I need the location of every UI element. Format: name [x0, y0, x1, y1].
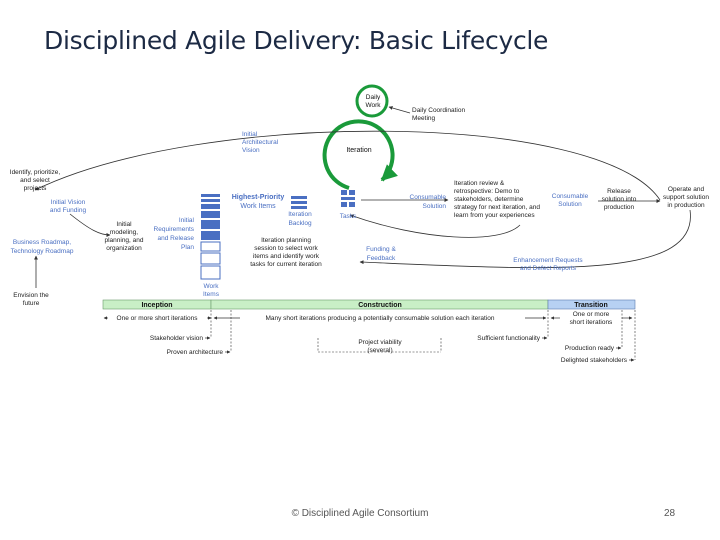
funding-feedback-label: Funding &Feedback [366, 246, 396, 262]
stakeholder-vision-label: Stakeholder vision [150, 335, 203, 342]
work-items-stack [200, 194, 221, 280]
inception-desc: One or more short iterations [117, 315, 199, 322]
construction-desc: Many short iterations producing a potent… [265, 315, 494, 322]
tasks-label: Tasks [340, 213, 357, 220]
iteration-label: Iteration [346, 147, 371, 154]
meeting-arrow [388, 106, 411, 114]
iteration-review-arc [349, 214, 521, 238]
phase-transition-bar [547, 299, 636, 310]
page-number: 28 [664, 508, 676, 519]
tasks-icon [341, 190, 355, 207]
production-ready-label: Production ready [565, 345, 615, 352]
delighted-stakeholders-label: Delighted stakeholders [561, 357, 628, 364]
iteration-backlog [291, 196, 307, 209]
iteration-loop [322, 119, 398, 190]
vision-arrow [69, 213, 111, 237]
business-roadmap-label: Business Roadmap,Technology Roadmap [11, 239, 74, 255]
feedback-arc-bottom [359, 209, 691, 269]
phase-transition-label: Transition [574, 302, 607, 309]
daily-work-loop [355, 84, 389, 118]
proven-architecture-label: Proven architecture [167, 349, 224, 356]
phase-inception-label: Inception [141, 302, 172, 309]
feedback-arc-top [34, 130, 661, 201]
iteration-review-label: Iteration review &retrospective: Demo to… [454, 180, 540, 219]
footer-copyright: © Disciplined Agile Consortium [291, 508, 429, 519]
page-title: Disciplined Agile Delivery: Basic Lifecy… [44, 26, 549, 55]
sufficient-functionality-label: Sufficient functionality [477, 335, 540, 342]
phase-construction-label: Construction [358, 302, 402, 309]
milestone-lines [210, 310, 636, 360]
milestone-arrows [205, 336, 635, 362]
project-viability-label: Project viability(several) [358, 339, 402, 354]
